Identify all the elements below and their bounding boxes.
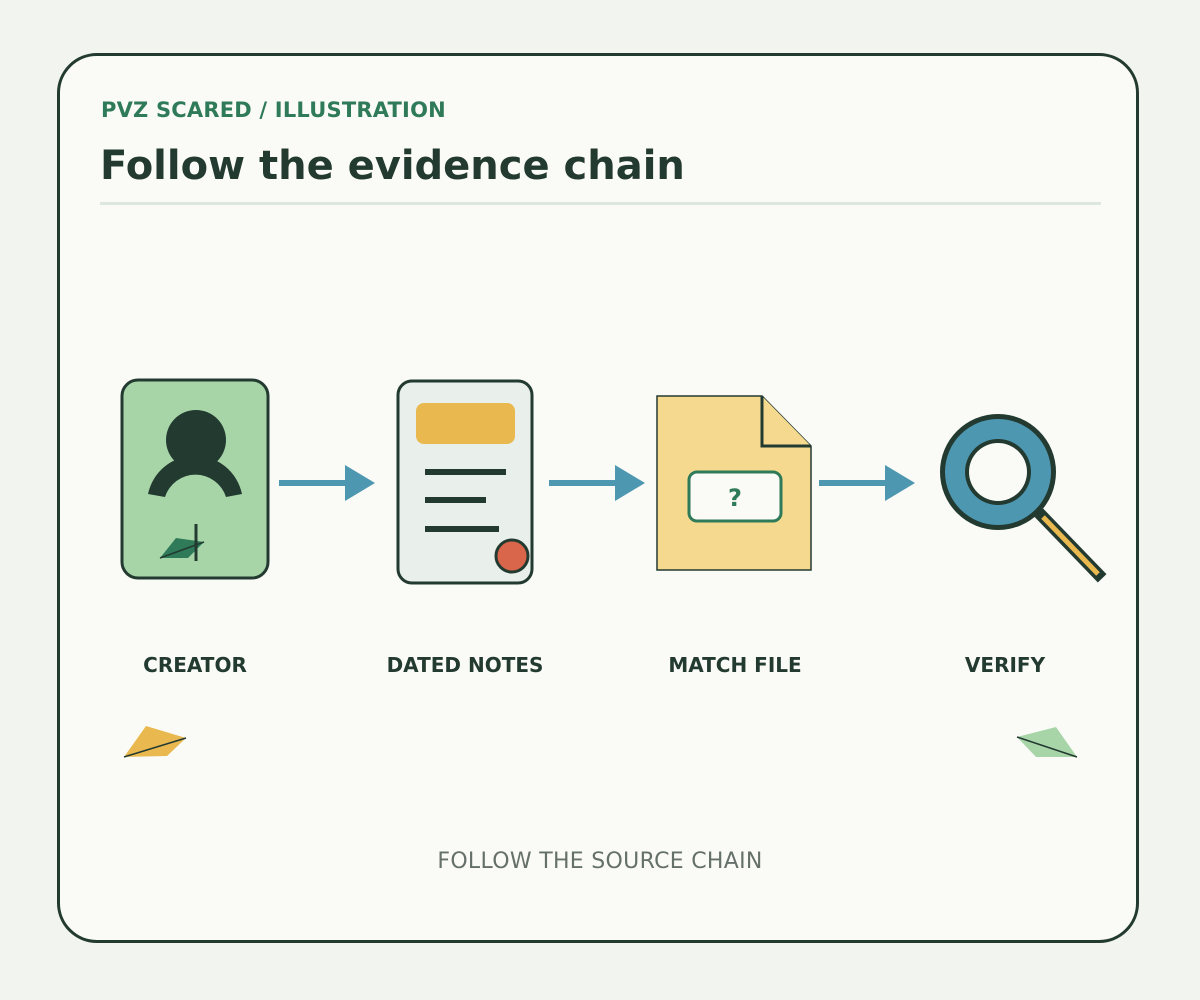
match-file-icon: ?	[656, 395, 812, 571]
step-label-match-file: MATCH FILE	[668, 653, 802, 677]
arrow-right-icon	[279, 465, 375, 501]
step-label-dated-notes: DATED NOTES	[386, 653, 544, 677]
note-line	[425, 469, 506, 475]
match-badge	[687, 470, 783, 523]
note-line	[425, 497, 486, 503]
page-title: Follow the evidence chain	[100, 143, 685, 189]
note-line	[425, 526, 499, 532]
person-head-icon	[166, 410, 226, 470]
footer-caption: FOLLOW THE SOURCE CHAIN	[437, 849, 763, 874]
arrow-right-icon	[819, 465, 915, 501]
note-header-block	[416, 403, 515, 444]
leaf-icon	[159, 524, 205, 561]
eyebrow: PVZ SCARED / ILLUSTRATION	[101, 98, 446, 122]
person-shoulders-icon	[148, 455, 242, 497]
arrow-right-icon	[549, 465, 645, 501]
step-label-creator: CREATOR	[143, 653, 247, 677]
creator-card-icon	[120, 378, 270, 580]
green-leaf-icon	[1016, 727, 1078, 758]
step-label-verify: VERIFY	[964, 653, 1046, 677]
title-divider	[100, 202, 1101, 205]
yellow-leaf-icon	[123, 726, 187, 758]
dated-notes-icon	[396, 379, 534, 585]
seal-icon	[494, 538, 530, 574]
question-mark: ?	[728, 484, 742, 512]
magnifier-icon	[940, 414, 1107, 583]
